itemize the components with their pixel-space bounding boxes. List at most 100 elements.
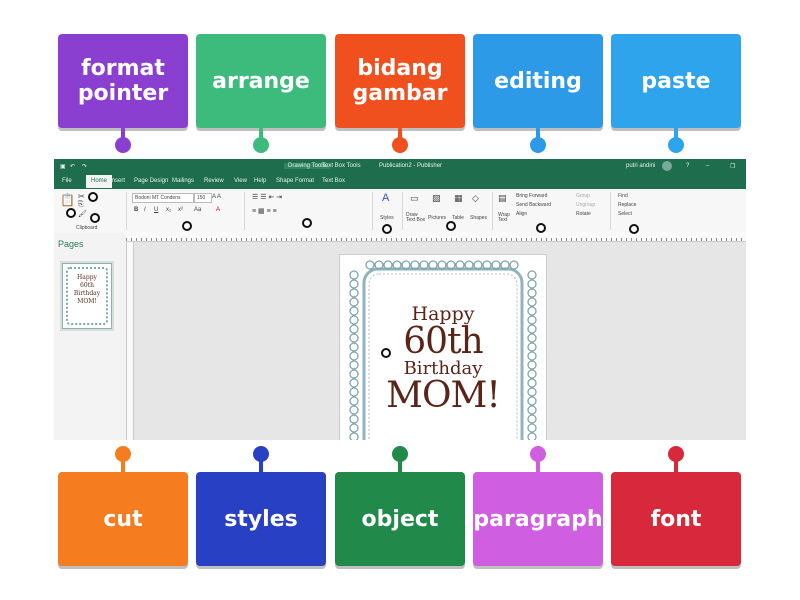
styles-icon[interactable]: A bbox=[382, 192, 390, 204]
undo-icon[interactable]: ↶ bbox=[70, 164, 76, 170]
drop-point-3[interactable] bbox=[90, 213, 100, 223]
bold-icon[interactable]: B bbox=[134, 207, 139, 213]
minimize-icon[interactable]: – bbox=[706, 163, 710, 169]
pictures-icon[interactable]: ▨ bbox=[432, 193, 441, 203]
connector-knob[interactable] bbox=[253, 446, 269, 462]
tab-file[interactable]: File bbox=[62, 178, 72, 184]
help-icon[interactable]: ? bbox=[686, 163, 690, 169]
label-tile-font[interactable]: font bbox=[611, 472, 741, 566]
wrap-text-icon[interactable]: ▤ bbox=[498, 193, 507, 203]
tab-home[interactable]: Home bbox=[86, 175, 113, 188]
connector-stem bbox=[259, 128, 263, 144]
rotate-button[interactable]: Rotate bbox=[576, 211, 591, 217]
avatar[interactable] bbox=[662, 161, 672, 171]
draw-text-box-icon[interactable]: ▭ bbox=[410, 193, 419, 203]
drop-point-2[interactable] bbox=[66, 208, 76, 218]
restore-icon[interactable]: ❐ bbox=[730, 164, 736, 170]
format-painter-icon[interactable]: 🖌 bbox=[78, 211, 87, 218]
tab-review[interactable]: Review bbox=[204, 178, 224, 184]
subscript-icon[interactable]: x₂ bbox=[166, 207, 172, 213]
label-tile-bidang-gambar[interactable]: bidang gambar bbox=[335, 34, 465, 128]
table-button[interactable]: Table bbox=[452, 215, 464, 221]
user-name: putri andini bbox=[626, 163, 656, 169]
drop-point-9[interactable] bbox=[629, 224, 639, 234]
tab-help[interactable]: Help bbox=[254, 178, 267, 184]
pictures-button[interactable]: Pictures bbox=[428, 215, 447, 221]
card-line-60th: 60th bbox=[403, 321, 483, 362]
save-icon[interactable]: ▣ bbox=[60, 164, 66, 170]
page-thumbnail[interactable]: Happy 60th Birthday MOM! bbox=[62, 263, 112, 329]
font-color-icon[interactable]: A bbox=[216, 207, 221, 213]
connector-knob[interactable] bbox=[253, 137, 269, 153]
pages-title: Pages bbox=[58, 239, 84, 249]
label-tile-paste[interactable]: paste bbox=[611, 34, 741, 128]
redo-icon[interactable]: ↷ bbox=[82, 164, 88, 170]
label-tile-paragraph[interactable]: paragraph bbox=[473, 472, 603, 566]
vertical-ruler bbox=[127, 242, 134, 440]
bring-forward-button[interactable]: Bring Forward bbox=[516, 193, 548, 199]
wrap-text-button[interactable]: Wrap Text bbox=[498, 212, 510, 223]
shapes-button[interactable]: Shapes bbox=[470, 215, 487, 221]
connector-knob[interactable] bbox=[115, 137, 131, 153]
paste-icon[interactable]: 📋 bbox=[60, 193, 75, 207]
select-button[interactable]: Select bbox=[618, 211, 632, 217]
bullets-icon[interactable]: ☰ ☰ ⇤ ⇥ bbox=[252, 194, 283, 201]
drop-point-1[interactable] bbox=[88, 192, 98, 202]
group-button[interactable]: Group bbox=[576, 193, 590, 199]
connector-stem bbox=[674, 128, 678, 144]
connector-stem bbox=[398, 128, 402, 144]
tab-page-design[interactable]: Page Design bbox=[134, 178, 169, 184]
publication-page[interactable]: Happy 60th Birthday MOM! bbox=[339, 254, 547, 440]
draw-text-box-button[interactable]: Draw Text Box bbox=[406, 212, 426, 223]
table-icon[interactable]: ▦ bbox=[454, 193, 463, 203]
label-tile-object[interactable]: object bbox=[335, 472, 465, 566]
send-backward-button[interactable]: Send Backward bbox=[516, 202, 552, 208]
tab-shape-format[interactable]: Shape Format bbox=[276, 178, 315, 184]
tab-insert[interactable]: Insert bbox=[110, 178, 126, 184]
connector-knob[interactable] bbox=[392, 137, 408, 153]
connector-knob[interactable] bbox=[530, 137, 546, 153]
card-text[interactable]: Happy 60th Birthday MOM! bbox=[380, 305, 506, 414]
connector-stem bbox=[674, 456, 678, 472]
label-tile-format-pointer[interactable]: format pointer bbox=[58, 34, 188, 128]
drop-point-6[interactable] bbox=[382, 224, 392, 234]
styles-button[interactable]: Styles bbox=[380, 215, 394, 221]
label-tile-arrange[interactable]: arrange bbox=[196, 34, 326, 128]
underline-icon[interactable]: U bbox=[154, 207, 159, 213]
shapes-icon[interactable]: ◇ bbox=[472, 193, 479, 203]
align-button[interactable]: Align bbox=[516, 211, 528, 217]
drop-point-5[interactable] bbox=[302, 218, 312, 228]
connector-knob[interactable] bbox=[530, 446, 546, 462]
card-line-birthday: Birthday bbox=[403, 358, 483, 379]
copy-icon[interactable]: ⎘ bbox=[78, 201, 84, 208]
italic-icon[interactable]: I bbox=[144, 207, 146, 213]
font-name-box[interactable]: Bodoni MT Condens bbox=[132, 193, 194, 203]
drop-point-10[interactable] bbox=[381, 348, 391, 358]
drop-point-8[interactable] bbox=[536, 223, 546, 233]
tab-text-box[interactable]: Text Box bbox=[322, 178, 346, 184]
superscript-icon[interactable]: x² bbox=[178, 207, 183, 213]
connector-knob[interactable] bbox=[392, 446, 408, 462]
label-tile-styles[interactable]: styles bbox=[196, 472, 326, 566]
replace-button[interactable]: Replace bbox=[618, 202, 637, 208]
drop-point-7[interactable] bbox=[446, 221, 456, 231]
ungroup-button[interactable]: Ungroup bbox=[576, 202, 596, 208]
find-button[interactable]: Find bbox=[618, 193, 628, 199]
connector-knob[interactable] bbox=[668, 446, 684, 462]
connector-knob[interactable] bbox=[668, 137, 684, 153]
connector-knob[interactable] bbox=[115, 446, 131, 462]
cut-icon[interactable]: ✂ bbox=[78, 192, 85, 201]
window-title: Publication2 - Publisher bbox=[379, 163, 443, 169]
thumbnail-text: Happy 60th Birthday MOM! bbox=[73, 274, 101, 305]
label-tile-editing[interactable]: editing bbox=[473, 34, 603, 128]
align-icon[interactable]: ≡ ▦ ≡ ≡ bbox=[252, 208, 277, 215]
tab-mailings[interactable]: Mailings bbox=[172, 178, 195, 184]
char-spacing-icon[interactable]: Aa bbox=[194, 207, 202, 213]
label-tile-cut[interactable]: cut bbox=[58, 472, 188, 566]
tab-view[interactable]: View bbox=[234, 178, 247, 184]
font-size-box[interactable]: 150 bbox=[194, 193, 212, 203]
drop-point-4[interactable] bbox=[182, 221, 192, 231]
grow-font-icon[interactable]: A A bbox=[212, 194, 222, 200]
textbox-tools-label: Text Box Tools bbox=[322, 163, 361, 169]
